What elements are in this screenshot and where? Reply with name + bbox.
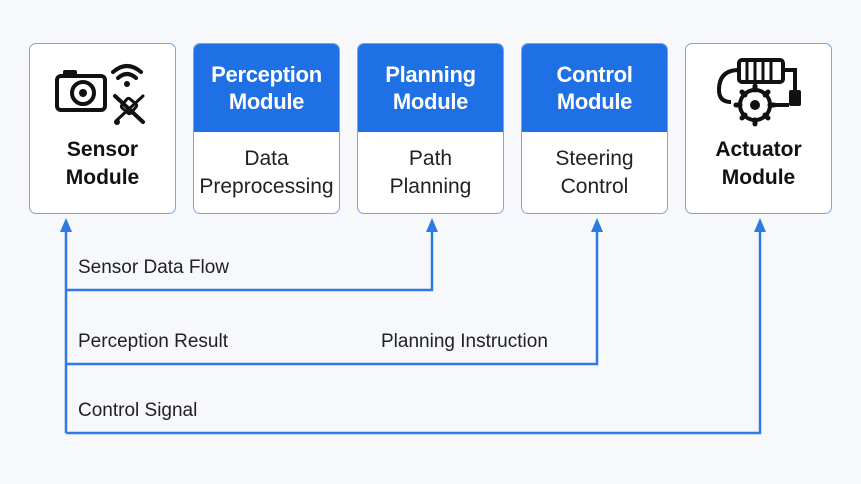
control-head-line2: Module <box>556 89 633 114</box>
camera-wifi-robot-icon <box>54 64 145 125</box>
planning-head-line2: Module <box>392 89 469 114</box>
sensor-module-title-line1: Sensor <box>66 138 139 161</box>
motor-gear-icon <box>716 58 801 127</box>
planning-instruction-line <box>66 230 599 366</box>
sensor-data-flow-arrow <box>426 218 438 232</box>
control-signal-line <box>66 230 762 435</box>
control-signal-label: Control Signal <box>78 400 198 421</box>
control-body-line2: Control <box>560 174 629 198</box>
perception-head-line2: Module <box>228 89 305 114</box>
perception-head-line1: Perception <box>211 62 322 87</box>
perception-body-line1: Data <box>244 146 289 170</box>
sensor-icon-area <box>30 44 175 136</box>
sensor-data-flow-label: Sensor Data Flow <box>78 257 230 278</box>
control-signal-arrow <box>754 218 766 232</box>
sensor-data-flow-line <box>66 230 434 292</box>
actuator-icon-area <box>686 44 831 136</box>
perception-result-label: Perception Result <box>78 331 228 352</box>
sensor-trunk-arrow <box>60 218 72 232</box>
planning-instruction-label: Planning Instruction <box>381 331 548 352</box>
planning-head-line1: Planning <box>385 62 476 87</box>
actuator-module-card: Actuator Module <box>685 43 832 214</box>
planning-body-line2: Planning <box>389 174 472 198</box>
sensor-module-card: Sensor Module <box>29 43 176 214</box>
actuator-module-title-line1: Actuator <box>715 138 802 161</box>
control-body-line1: Steering <box>555 146 634 170</box>
control-head-line1: Control <box>556 62 633 87</box>
perception-body-line2: Preprocessing <box>199 174 334 198</box>
planning-instruction-arrow <box>591 218 603 232</box>
planning-body-line1: Path <box>408 146 453 170</box>
sensor-module-title-line2: Module <box>65 166 140 189</box>
actuator-module-title-line2: Module <box>721 166 796 189</box>
